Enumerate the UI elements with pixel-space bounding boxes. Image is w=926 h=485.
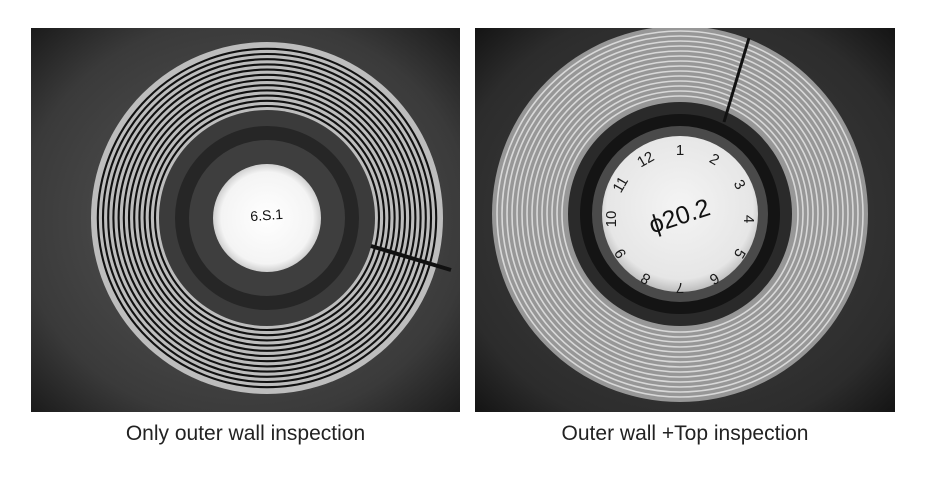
caption-outer-wall-only: Only outer wall inspection [125,422,366,445]
outer-wall-only-photo: 6.S.1 [31,28,460,412]
outer-wall-ring [526,60,834,368]
outer-wall-ring [127,78,407,358]
center-marking-left: 6.S.1 [250,206,284,224]
outer-wall-ring [506,40,854,388]
outer-wall-ring [561,95,799,333]
outer-wall-ring [112,63,422,373]
outer-wall-ring [541,75,819,353]
outer-wall-ring [101,52,433,384]
dial-number: 12 [634,148,657,171]
outer-wall-ring [143,94,391,342]
caption-outer-wall-top: Outer wall +Top inspection [561,422,809,445]
outer-wall-ring [153,104,381,332]
outer-wall-ring [96,47,438,389]
outer-wall-only-image: 6.S.1 [31,28,460,412]
outer-wall-ring [107,58,427,378]
outer-wall-ring [556,90,804,338]
outer-wall-ring [546,80,814,348]
dial-number: 10 [603,211,620,228]
outer-wall-ring [122,73,412,363]
dial-number: 4 [740,215,757,223]
outer-wall-ring [551,85,809,343]
outer-wall-ring [148,99,386,337]
outer-wall-ring [138,89,396,347]
outer-wall-ring [117,68,417,368]
outer-wall-ring [531,65,829,363]
outer-wall-ring [133,84,401,352]
dial-number: 1 [676,142,684,159]
outer-wall-ring [501,35,859,393]
dial-number: 11 [609,174,632,196]
dial-number: 7 [676,279,684,296]
outer-wall-ring [496,30,864,398]
outer-wall-ring [521,55,839,373]
outer-wall-ring [511,45,849,383]
outer-wall-ring [516,50,844,378]
outer-wall-ring [536,70,824,358]
